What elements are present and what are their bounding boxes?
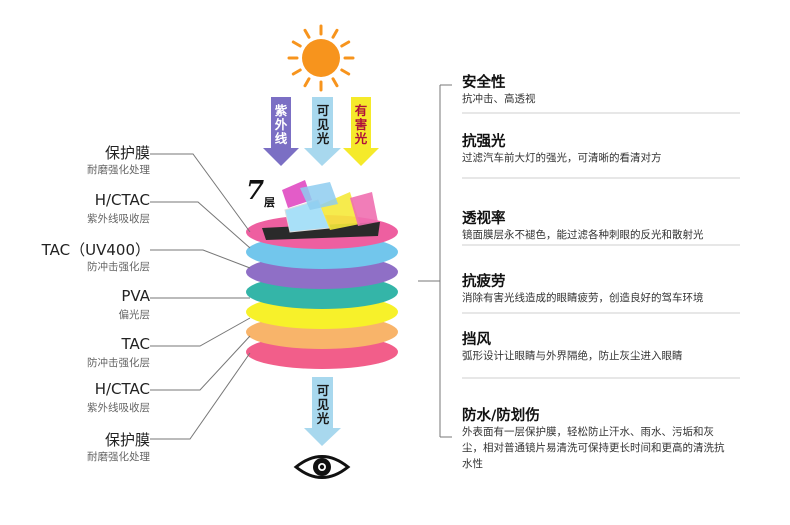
- layer-desc: 耐磨强化处理: [87, 164, 150, 176]
- uv-arrow: [263, 97, 299, 166]
- layer-name: 保护膜: [104, 431, 150, 449]
- left-label-hctac-bottom: H/CTAC 紫外线吸收层: [0, 380, 150, 420]
- feature-desc-safety: 抗冲击、高透视: [462, 93, 536, 105]
- layers-count-number: 7: [246, 176, 265, 206]
- feature-title-safety: 安全性: [462, 75, 506, 91]
- feature-title-waterproof: 防水/防划伤: [462, 408, 540, 424]
- visible-light-arrow: [304, 97, 341, 166]
- feature-desc-anti-glare: 过滤汽车前大灯的强光，可清晰的看清对方: [462, 152, 662, 164]
- feature-title-anti-glare: 抗强光: [462, 134, 506, 150]
- harmful-light-arrow-label: 有害光: [354, 103, 368, 146]
- layers-count-unit: 层: [264, 196, 275, 209]
- feature-title-transmittance: 透视率: [462, 211, 506, 227]
- harmful-light-arrow: [343, 97, 379, 166]
- sun-icon: [287, 24, 355, 92]
- sun-ray: [303, 28, 311, 39]
- layer-name: PVA: [121, 287, 150, 305]
- right-bracket: [418, 84, 452, 438]
- layer-desc: 紫外线吸收层: [87, 402, 150, 414]
- layer-name: TAC（UV400）: [41, 241, 150, 259]
- left-label-tac-uv400: TAC（UV400） 防冲击强化层: [0, 239, 150, 279]
- uv-arrow-label: 紫外线: [274, 103, 288, 146]
- glasses-graphic: [262, 180, 380, 240]
- eye-icon: [293, 455, 351, 479]
- left-label-pva: PVA 偏光层: [0, 287, 151, 327]
- sun-ray: [340, 68, 351, 76]
- sun-ray: [331, 77, 339, 88]
- sun-ray: [303, 77, 311, 88]
- feature-title-windproof: 挡风: [462, 332, 491, 348]
- layer-name: H/CTAC: [94, 191, 150, 209]
- feature-desc-windproof: 弧形设计让眼睛与外界隔绝，防止灰尘进入眼睛: [462, 350, 683, 362]
- layer-desc: 耐磨强化处理: [87, 451, 150, 463]
- left-label-protective-film-bottom: 保护膜 耐磨强化处理: [0, 429, 150, 469]
- left-label-protective-film-top: 保护膜 耐磨强化处理: [0, 142, 150, 182]
- layer-name: 保护膜: [104, 144, 150, 162]
- left-label-tac: TAC 防冲击强化层: [0, 335, 150, 375]
- feature-desc-anti-fatigue: 消除有害光线造成的眼睛疲劳，创造良好的驾车环境: [462, 292, 704, 304]
- visible-light-arrow-label: 可见光: [316, 103, 330, 146]
- layer-desc: 偏光层: [118, 309, 151, 321]
- sun-ray: [331, 28, 339, 39]
- bottom-visible-light-arrow: [304, 377, 341, 446]
- left-label-hctac-top: H/CTAC 紫外线吸收层: [0, 191, 150, 231]
- bottom-arrow-label: 可见光: [316, 383, 330, 426]
- sun-ray: [291, 40, 302, 48]
- layer-name: H/CTAC: [94, 380, 150, 398]
- left-connector-lines: [150, 153, 251, 440]
- right-dividers: [462, 112, 740, 379]
- feature-desc-transmittance: 镜面膜层永不褪色，能过滤各种刺眼的反光和散射光: [462, 229, 704, 241]
- feature-desc-waterproof: 外表面有一层保护膜，轻松防止汗水、雨水、污垢和灰尘，相对普通镜片易清洗可保持更长…: [462, 426, 725, 470]
- layer-desc: 防冲击强化层: [87, 261, 150, 273]
- layer-desc: 防冲击强化层: [87, 357, 150, 369]
- feature-title-anti-fatigue: 抗疲劳: [462, 274, 506, 290]
- sun-ray: [291, 68, 302, 76]
- layer-name: TAC: [121, 335, 150, 353]
- layer-desc: 紫外线吸收层: [87, 213, 150, 225]
- sun-ray: [340, 40, 351, 48]
